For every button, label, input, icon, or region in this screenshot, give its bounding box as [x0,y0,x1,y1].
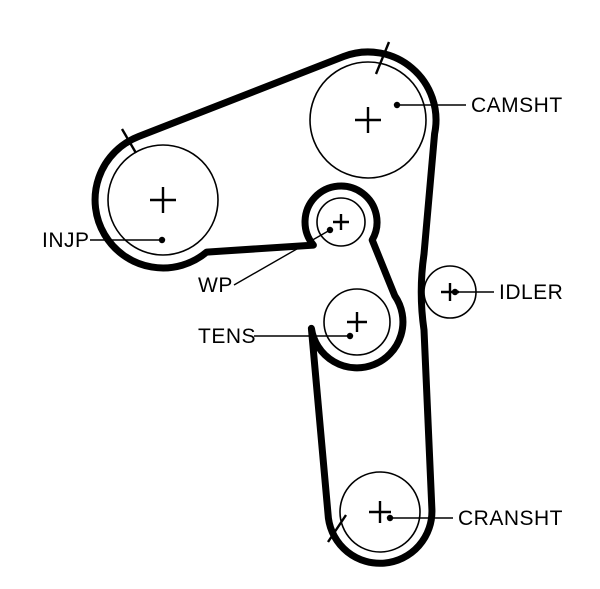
cransht-label: CRANSHT [458,507,563,530]
camshaft-center-cross [355,107,381,133]
tens-leader-dot [346,332,354,340]
wp-label-group: WP [198,226,334,297]
crankshaft-center-cross [369,501,391,523]
wp-leader-line [233,229,331,286]
camsht-label-group: CAMSHT [393,94,563,117]
camsht-label: CAMSHT [471,94,563,117]
idler-label: IDLER [499,281,563,304]
injection-pump-timing-mark [120,128,138,154]
tens-label-group: TENS [198,325,354,348]
injection-pump-center-cross [150,187,176,213]
tens-label: TENS [198,325,256,348]
cransht-leader-dot [386,514,394,522]
camshaft-timing-mark [374,41,391,75]
injp-label-group: INJP [42,229,166,252]
wp-label: WP [198,274,233,297]
water-pump-center-cross [333,214,349,230]
timing-belt [91,48,440,567]
idler-leader-dot [451,288,459,296]
camsht-leader-dot [393,101,401,109]
wp-leader-dot [326,226,334,234]
crankshaft-timing-mark [327,514,347,543]
injp-leader-dot [158,236,166,244]
idler-label-group: IDLER [451,281,563,304]
cransht-label-group: CRANSHT [386,507,563,530]
injp-label: INJP [42,229,90,252]
tensioner-center-cross [347,312,367,332]
